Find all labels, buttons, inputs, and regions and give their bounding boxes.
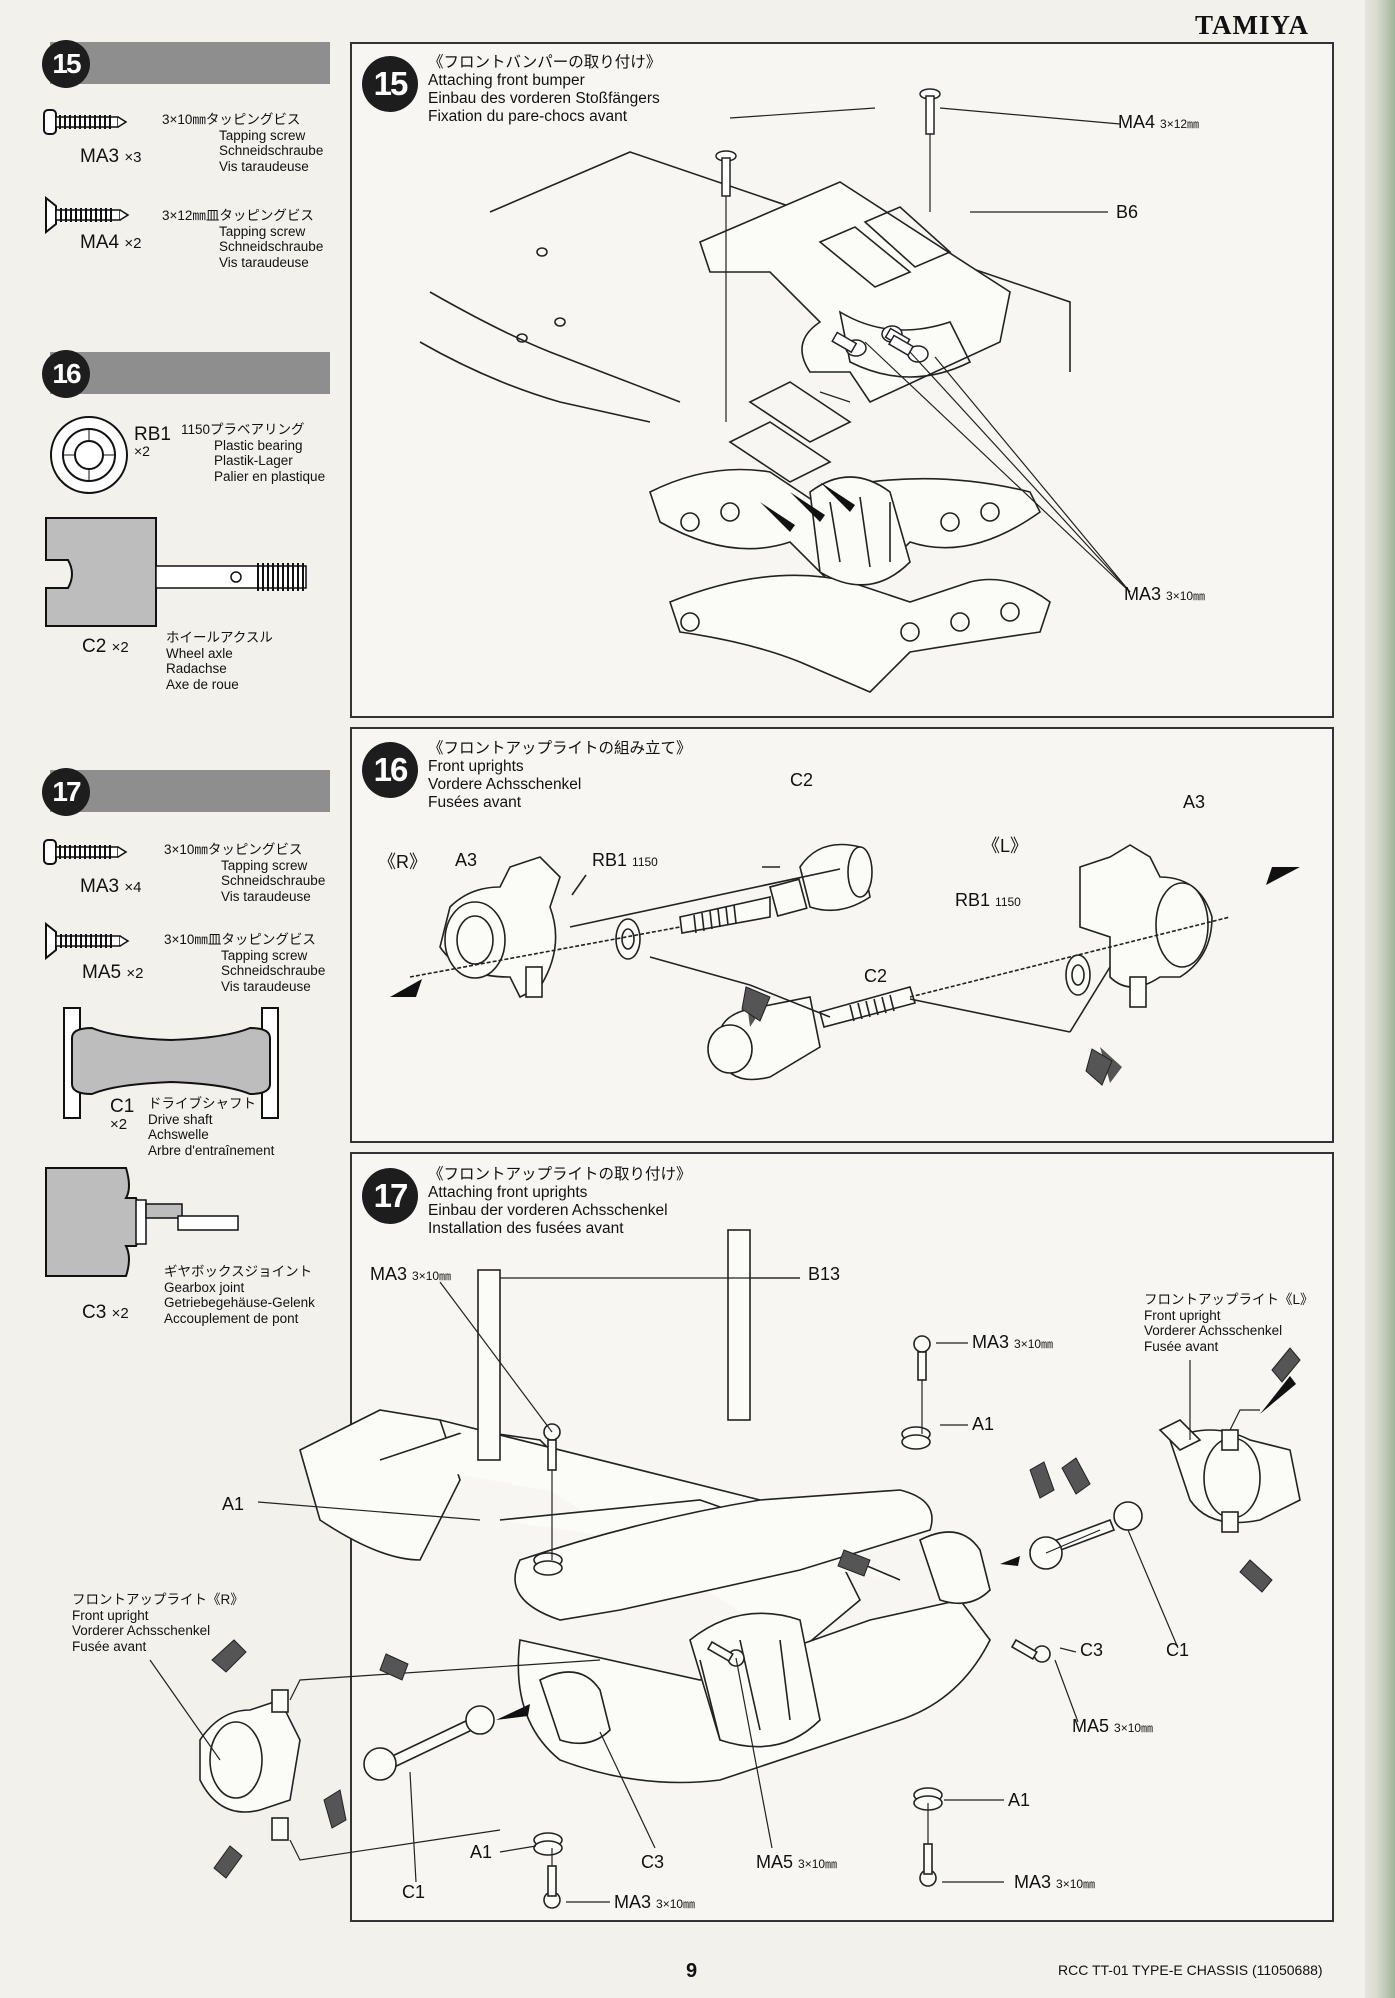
brand-logo: TAMIYA bbox=[1195, 10, 1310, 40]
part-desc-rb1: 1150プラベアリング Plastic bearing Plastik-Lage… bbox=[181, 422, 326, 484]
callout-ma3-top: MA3 3×10㎜ bbox=[370, 1264, 452, 1284]
callout-a1-bottom: A1 bbox=[470, 1842, 493, 1862]
callout-a1-left: A1 bbox=[222, 1494, 245, 1514]
part-code-ma5: MA5 ×2 bbox=[82, 962, 144, 983]
callout-a3-l: A3 bbox=[1183, 792, 1206, 812]
step-17-badge: 17 bbox=[42, 768, 90, 816]
callout-rb1-l: RB1 1150 bbox=[955, 890, 1021, 910]
part-code-ma4: MA4 ×2 bbox=[80, 232, 142, 253]
pan-head-screw-icon bbox=[43, 109, 128, 135]
part-desc-c1: ドライブシャフト Drive shaft Achswelle Arbre d'e… bbox=[148, 1096, 275, 1158]
part-desc-ma4: 3×12㎜皿タッピングビス Tapping screw Schneidschra… bbox=[162, 208, 324, 270]
callout-ma3-mid: MA3 3×10㎜ bbox=[972, 1332, 1054, 1352]
callout-a3-r: A3 bbox=[455, 850, 478, 870]
part-code-rb1: RB1 ×2 bbox=[134, 424, 171, 459]
part-code-c3: C3 ×2 bbox=[82, 1302, 129, 1323]
callout-front-upright-l: フロントアップライト《L》 Front upright Vorderer Ach… bbox=[1144, 1292, 1314, 1354]
footer-model: RCC TT-01 TYPE-E CHASSIS (11050688) bbox=[1058, 1962, 1323, 1978]
callout-ma3-bottom-right: MA3 3×10㎜ bbox=[1014, 1872, 1096, 1892]
part-code-c2: C2 ×2 bbox=[82, 636, 129, 657]
step-16-number: 16 bbox=[362, 742, 418, 798]
callout-ma4: MA4 3×12㎜ bbox=[1118, 112, 1200, 132]
callout-c1-bottom: C1 bbox=[402, 1882, 426, 1902]
step-15-badge: 15 bbox=[42, 40, 90, 88]
callout-c2-r: C2 bbox=[790, 770, 814, 790]
gearbox-joint-icon bbox=[45, 1167, 239, 1277]
wheel-axle-icon bbox=[45, 517, 307, 627]
step-17-parts-header bbox=[50, 770, 330, 812]
label-r: 《R》 bbox=[378, 852, 427, 872]
callout-b13: B13 bbox=[808, 1264, 841, 1284]
callout-c2-l: C2 bbox=[864, 966, 888, 986]
callout-ma5-bottom: MA5 3×10㎜ bbox=[756, 1852, 838, 1872]
part-code-c1: C1 ×2 bbox=[110, 1096, 135, 1133]
callout-ma5-right: MA5 3×10㎜ bbox=[1072, 1716, 1154, 1736]
part-desc-ma3: 3×10㎜タッピングビス Tapping screw Schneidschrau… bbox=[162, 112, 324, 174]
page-binding-edge bbox=[1365, 0, 1395, 1998]
step-16-title: 《フロントアップライトの組み立て》 Front uprights Vordere… bbox=[428, 740, 692, 811]
callout-a1-bottom-right: A1 bbox=[1008, 1790, 1031, 1810]
front-uprights-illustration bbox=[390, 843, 1300, 1086]
callout-ma3: MA3 3×10㎜ bbox=[1124, 584, 1206, 604]
step-16-parts-header bbox=[50, 352, 330, 394]
callout-b6: B6 bbox=[1116, 202, 1139, 222]
callout-front-upright-r: フロントアップライト《R》 Front upright Vorderer Ach… bbox=[72, 1592, 244, 1654]
drive-shaft-icon bbox=[63, 1007, 279, 1119]
part-desc-c3: ギヤボックスジョイント Gearbox joint Getriebegehäus… bbox=[164, 1264, 315, 1326]
page-number: 9 bbox=[686, 1960, 698, 1982]
callout-c3-right: C3 bbox=[1080, 1640, 1104, 1660]
step-17-title: 《フロントアップライトの取り付け》 Attaching front uprigh… bbox=[428, 1166, 692, 1237]
step-15-title: 《フロントバンパーの取り付け》 Attaching front bumper E… bbox=[428, 54, 662, 125]
step-15-parts-header bbox=[50, 42, 330, 84]
plastic-bearing-icon bbox=[50, 416, 128, 494]
front-bumper-illustration bbox=[419, 88, 1131, 693]
part-code-ma3: MA3 ×3 bbox=[80, 146, 142, 167]
step-16-badge: 16 bbox=[42, 350, 90, 398]
part-desc-ma5: 3×10㎜皿タッピングビス Tapping screw Schneidschra… bbox=[164, 932, 326, 994]
part-desc-ma3-s17: 3×10㎜タッピングビス Tapping screw Schneidschrau… bbox=[164, 842, 326, 904]
callout-ma3-bottom: MA3 3×10㎜ bbox=[614, 1892, 696, 1912]
part-desc-c2: ホイールアクスル Wheel axle Radachse Axe de roue bbox=[166, 630, 273, 692]
label-l: 《L》 bbox=[982, 836, 1029, 856]
callout-a1-mid: A1 bbox=[972, 1414, 995, 1434]
countersunk-screw-icon bbox=[45, 921, 130, 961]
callout-rb1-r: RB1 1150 bbox=[592, 850, 658, 870]
callout-c1-right: C1 bbox=[1166, 1640, 1190, 1660]
step-15-number: 15 bbox=[362, 56, 418, 112]
step-17-number: 17 bbox=[362, 1168, 418, 1224]
part-code-ma3-s17: MA3 ×4 bbox=[80, 876, 142, 897]
countersunk-screw-icon bbox=[45, 195, 130, 235]
callout-c3-bottom: C3 bbox=[641, 1852, 665, 1872]
pan-head-screw-icon bbox=[43, 839, 128, 865]
